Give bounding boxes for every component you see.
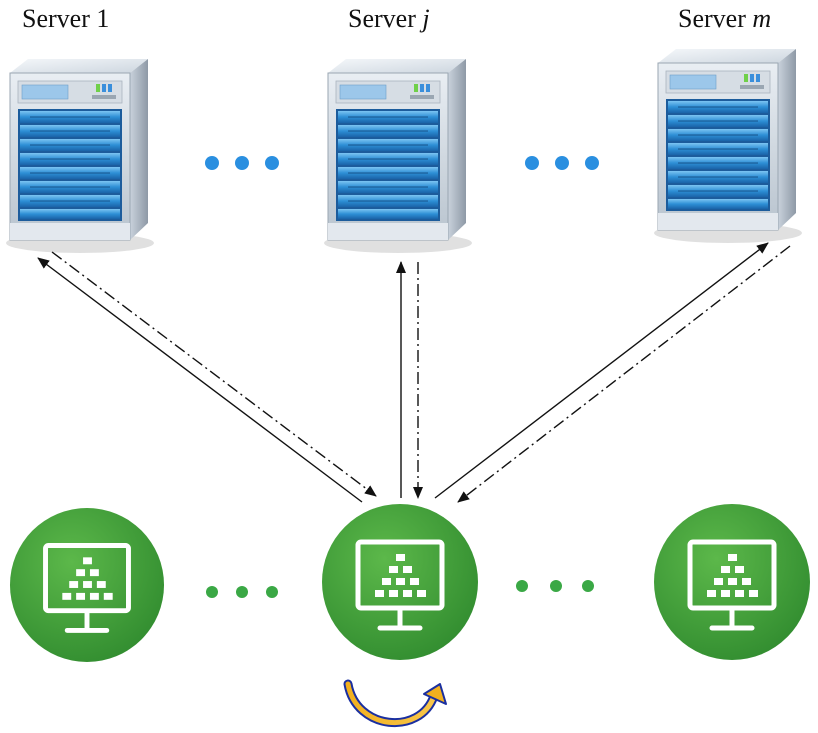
server-tower-icon	[323, 58, 473, 254]
download-arrow-server-1	[51, 251, 377, 497]
ellipsis-dot	[555, 156, 569, 170]
client-ellipsis	[206, 580, 594, 598]
ellipsis-dot	[582, 580, 594, 592]
server-tower-icon	[5, 58, 155, 254]
server-label-1: Server 1	[22, 4, 109, 33]
communication-arrows	[37, 242, 791, 503]
ellipsis-dot	[550, 580, 562, 592]
curved-loop-arrow-icon	[343, 679, 447, 728]
ellipsis-dot	[266, 586, 278, 598]
ellipsis-dot	[236, 586, 248, 598]
server-tower-icon	[653, 48, 803, 244]
upload-arrow-server-1	[37, 257, 363, 503]
ellipsis-dot	[235, 156, 249, 170]
ellipsis-dot	[205, 156, 219, 170]
ellipsis-dot	[525, 156, 539, 170]
ellipsis-dot	[206, 586, 218, 598]
upload-arrow-server-m	[434, 242, 769, 499]
server-label-m: Server m	[678, 4, 771, 33]
ellipsis-dot	[265, 156, 279, 170]
ellipsis-dot	[585, 156, 599, 170]
monitor-network-icon	[654, 504, 810, 660]
monitor-network-icon	[10, 508, 164, 662]
monitor-network-icon	[322, 504, 478, 660]
server-label-j: Server j	[348, 4, 430, 33]
download-arrow-server-m	[457, 245, 791, 503]
server-ellipsis	[205, 156, 599, 170]
ellipsis-dot	[516, 580, 528, 592]
